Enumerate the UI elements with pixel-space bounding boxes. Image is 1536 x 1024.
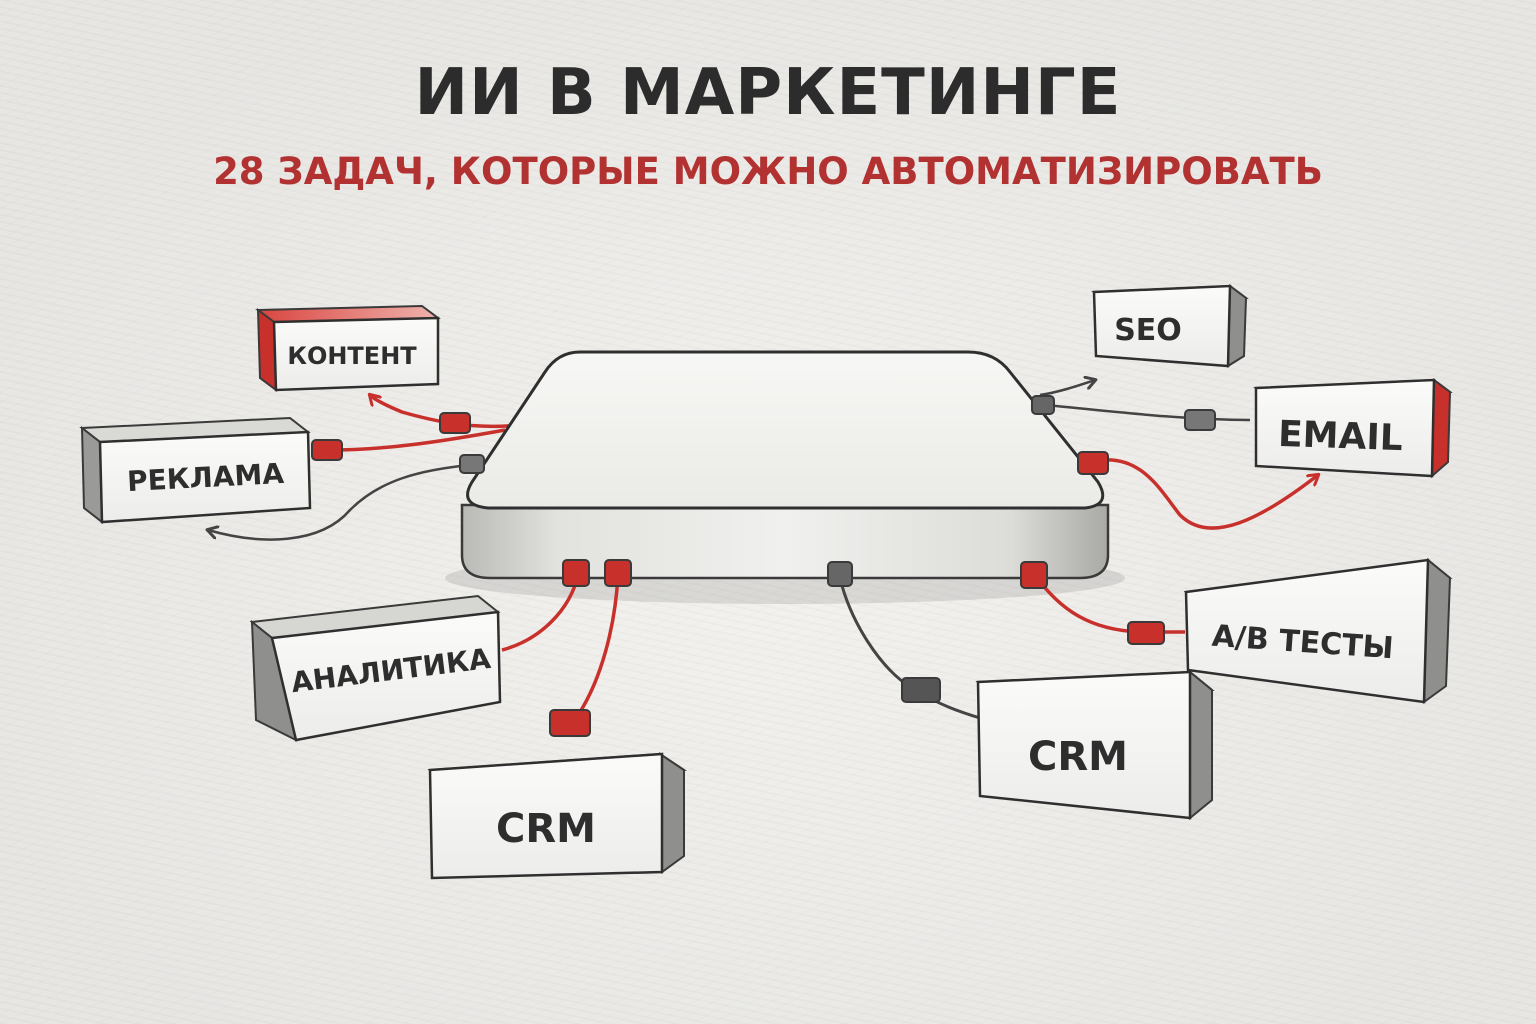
plug-crm-left [549, 709, 591, 737]
node-analytics: АНАЛИТИКА [249, 594, 502, 742]
node-email: EMAIL [1253, 378, 1453, 479]
node-ads-label: РЕКЛАМА [126, 457, 285, 498]
node-crm-left: CRM [427, 752, 687, 880]
node-crm-right: CRM [975, 669, 1215, 821]
node-boxes: КОНТЕНТ РЕКЛАМА АНАЛИТИКА CRM [79, 284, 1453, 880]
node-content: КОНТЕНТ [255, 304, 441, 393]
node-crm-right-label: CRM [1028, 734, 1128, 780]
connector-seo [1039, 380, 1095, 397]
node-ab-tests: A/B ТЕСТЫ [1183, 557, 1453, 705]
plug-ab-tests-hub [1020, 561, 1048, 589]
connector-plugs [311, 395, 1216, 737]
page-title: ИИ В МАРКЕТИНГЕ [414, 56, 1122, 130]
node-content-label: КОНТЕНТ [287, 342, 417, 370]
plug-ads-hub [459, 454, 485, 474]
connector-ads-return [208, 463, 471, 541]
plug-crm-right-hub [827, 561, 853, 587]
hub-side [460, 503, 1110, 580]
connector-email [1089, 458, 1318, 530]
plug-ab-tests [1127, 621, 1165, 645]
plug-analytics-hub [562, 559, 590, 587]
connector-crm-left [578, 574, 620, 713]
plug-crm-left-hub [604, 559, 632, 587]
node-email-label: EMAIL [1277, 414, 1403, 459]
connector-content [370, 395, 521, 429]
plug-content [439, 412, 471, 434]
node-seo-label: SEO [1114, 313, 1182, 348]
plug-ads [311, 439, 343, 461]
connector-email-gray [1044, 403, 1251, 422]
page-subtitle: 28 ЗАДАЧ, КОТОРЫЕ МОЖНО АВТОМАТИЗИРОВАТЬ [213, 150, 1323, 193]
node-seo: SEO [1091, 284, 1249, 368]
plug-email-hub [1077, 451, 1109, 475]
plug-seo-hub [1031, 395, 1055, 415]
plug-crm-right [901, 677, 941, 703]
node-ads: РЕКЛАМА [79, 416, 312, 525]
hub-top [466, 350, 1105, 510]
node-crm-left-label: CRM [496, 806, 596, 852]
plug-email-gray [1184, 409, 1216, 431]
ai-hub-platform [460, 350, 1110, 580]
connector-ads [329, 428, 506, 452]
